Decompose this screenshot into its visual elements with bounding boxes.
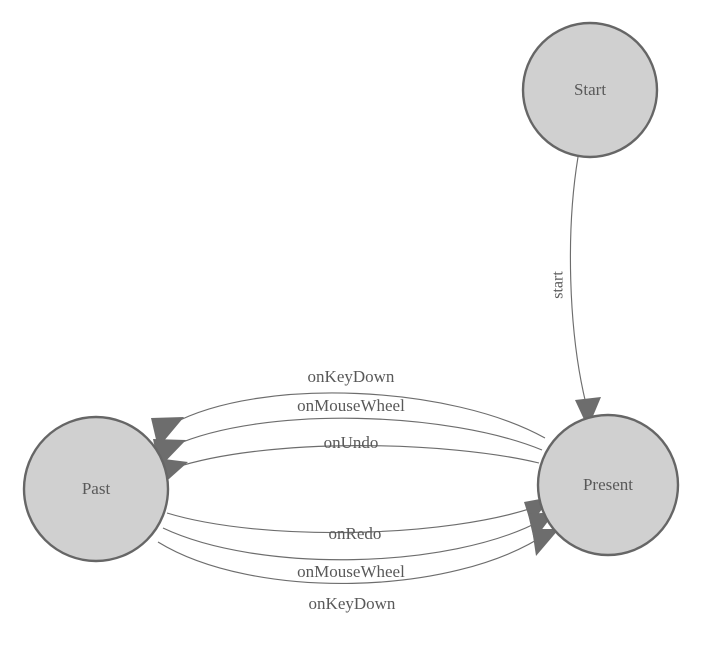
node-past[interactable]: Past <box>22 415 170 563</box>
edge-onkeydown-to-present-arrowhead <box>532 529 559 556</box>
edge-onkeydown-to-past-path <box>171 392 546 439</box>
edge-label-onkeydown-to-present: onKeyDown <box>309 594 396 613</box>
edge-onredo-to-present-path <box>166 505 539 534</box>
edge-label-onundo-to-past: onUndo <box>324 433 379 452</box>
node-present[interactable]: Present <box>536 413 680 557</box>
node-past-circle <box>22 415 170 563</box>
node-start-circle <box>521 21 659 159</box>
edge-label-onmousewheel-to-past: onMouseWheel <box>297 396 405 415</box>
node-start-label: Start <box>574 80 606 99</box>
edge-start-path <box>569 156 587 405</box>
edge-start-arrowhead <box>575 397 601 428</box>
edge-onmousewheel-to-present-path <box>162 519 543 561</box>
node-present-circle <box>536 413 680 557</box>
edge-label-onmousewheel-to-present: onMouseWheel <box>297 562 405 581</box>
node-start[interactable]: Start <box>521 21 659 159</box>
node-present-label: Present <box>583 475 633 494</box>
edge-onkeydown-to-present[interactable] <box>157 529 559 585</box>
edge-start[interactable] <box>569 156 601 428</box>
edge-label-onkeydown-to-past: onKeyDown <box>308 367 395 386</box>
edge-onundo-to-past-path <box>173 445 540 469</box>
edge-onkeydown-to-present-path <box>157 533 547 585</box>
edge-label-onredo-to-present: onRedo <box>329 524 382 543</box>
node-past-label: Past <box>82 479 111 498</box>
edge-onmousewheel-to-past-path <box>172 417 543 451</box>
edge-label-start: start <box>550 271 567 299</box>
